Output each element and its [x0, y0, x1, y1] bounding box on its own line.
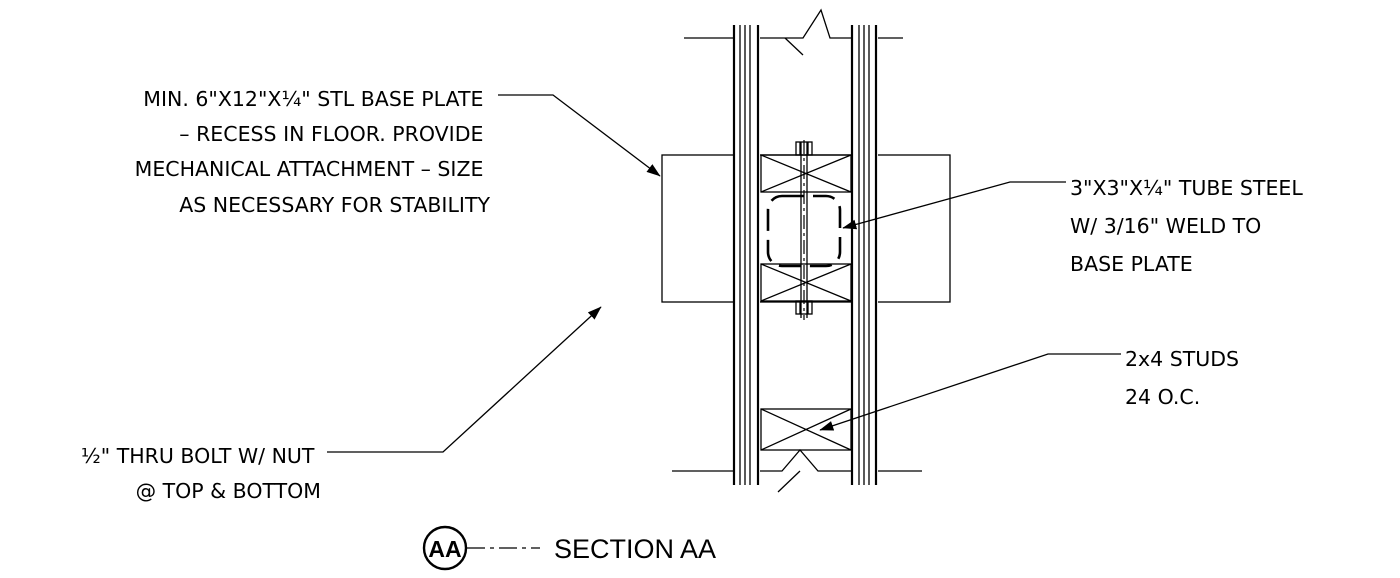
leader-tube-steel [842, 181, 1066, 230]
section-title: SECTION AA [554, 534, 716, 564]
tube-steel-note-line-2: W/ 3/16" WELD TO [1070, 214, 1261, 238]
lower-blocking [760, 263, 852, 302]
thru-bolt [795, 140, 813, 320]
base-plate-note-line-2: – RECESS IN FLOOR. PROVIDE [179, 122, 483, 146]
left-wall-layers [732, 25, 760, 485]
right-wall-layers [850, 25, 878, 485]
leader-base-plate [498, 94, 661, 177]
leader-thru-bolt [327, 306, 602, 453]
leader-studs [819, 353, 1121, 431]
section-tag: AA [428, 536, 461, 562]
base-plate-note-line-1: MIN. 6"X12"X¼" STL BASE PLATE [143, 87, 483, 111]
studs-note-line-2: 24 O.C. [1125, 385, 1200, 409]
bottom-wall-break-line [672, 449, 922, 493]
studs-note-line-1: 2x4 STUDS [1125, 347, 1239, 371]
studs-note: 2x4 STUDS 24 O.C. [1125, 347, 1246, 409]
base-plate [661, 154, 951, 303]
section-title-block: AA SECTION AA [422, 525, 716, 571]
base-plate-note-line-3: MECHANICAL ATTACHMENT – SIZE [135, 157, 484, 181]
section-tag-circle [422, 525, 468, 571]
tube-steel [766, 194, 842, 268]
base-plate-note-line-4: AS NECESSARY FOR STABILITY [179, 193, 490, 217]
tube-steel-note-line-3: BASE PLATE [1070, 252, 1193, 276]
tube-steel-note: 3"X3"X¼" TUBE STEEL W/ 3/16" WELD TO BAS… [1070, 176, 1309, 276]
thru-bolt-note-line-1: ½" THRU BOLT W/ NUT [81, 444, 315, 468]
thru-bolt-note-line-2: @ TOP & BOTTOM [136, 479, 321, 503]
thru-bolt-note: ½" THRU BOLT W/ NUT @ TOP & BOTTOM [81, 444, 321, 503]
base-plate-note: MIN. 6"X12"X¼" STL BASE PLATE – RECESS I… [135, 87, 491, 217]
upper-blocking [760, 154, 852, 193]
stud-2x4 [760, 408, 852, 451]
tube-steel-note-line-1: 3"X3"X¼" TUBE STEEL [1070, 176, 1303, 200]
